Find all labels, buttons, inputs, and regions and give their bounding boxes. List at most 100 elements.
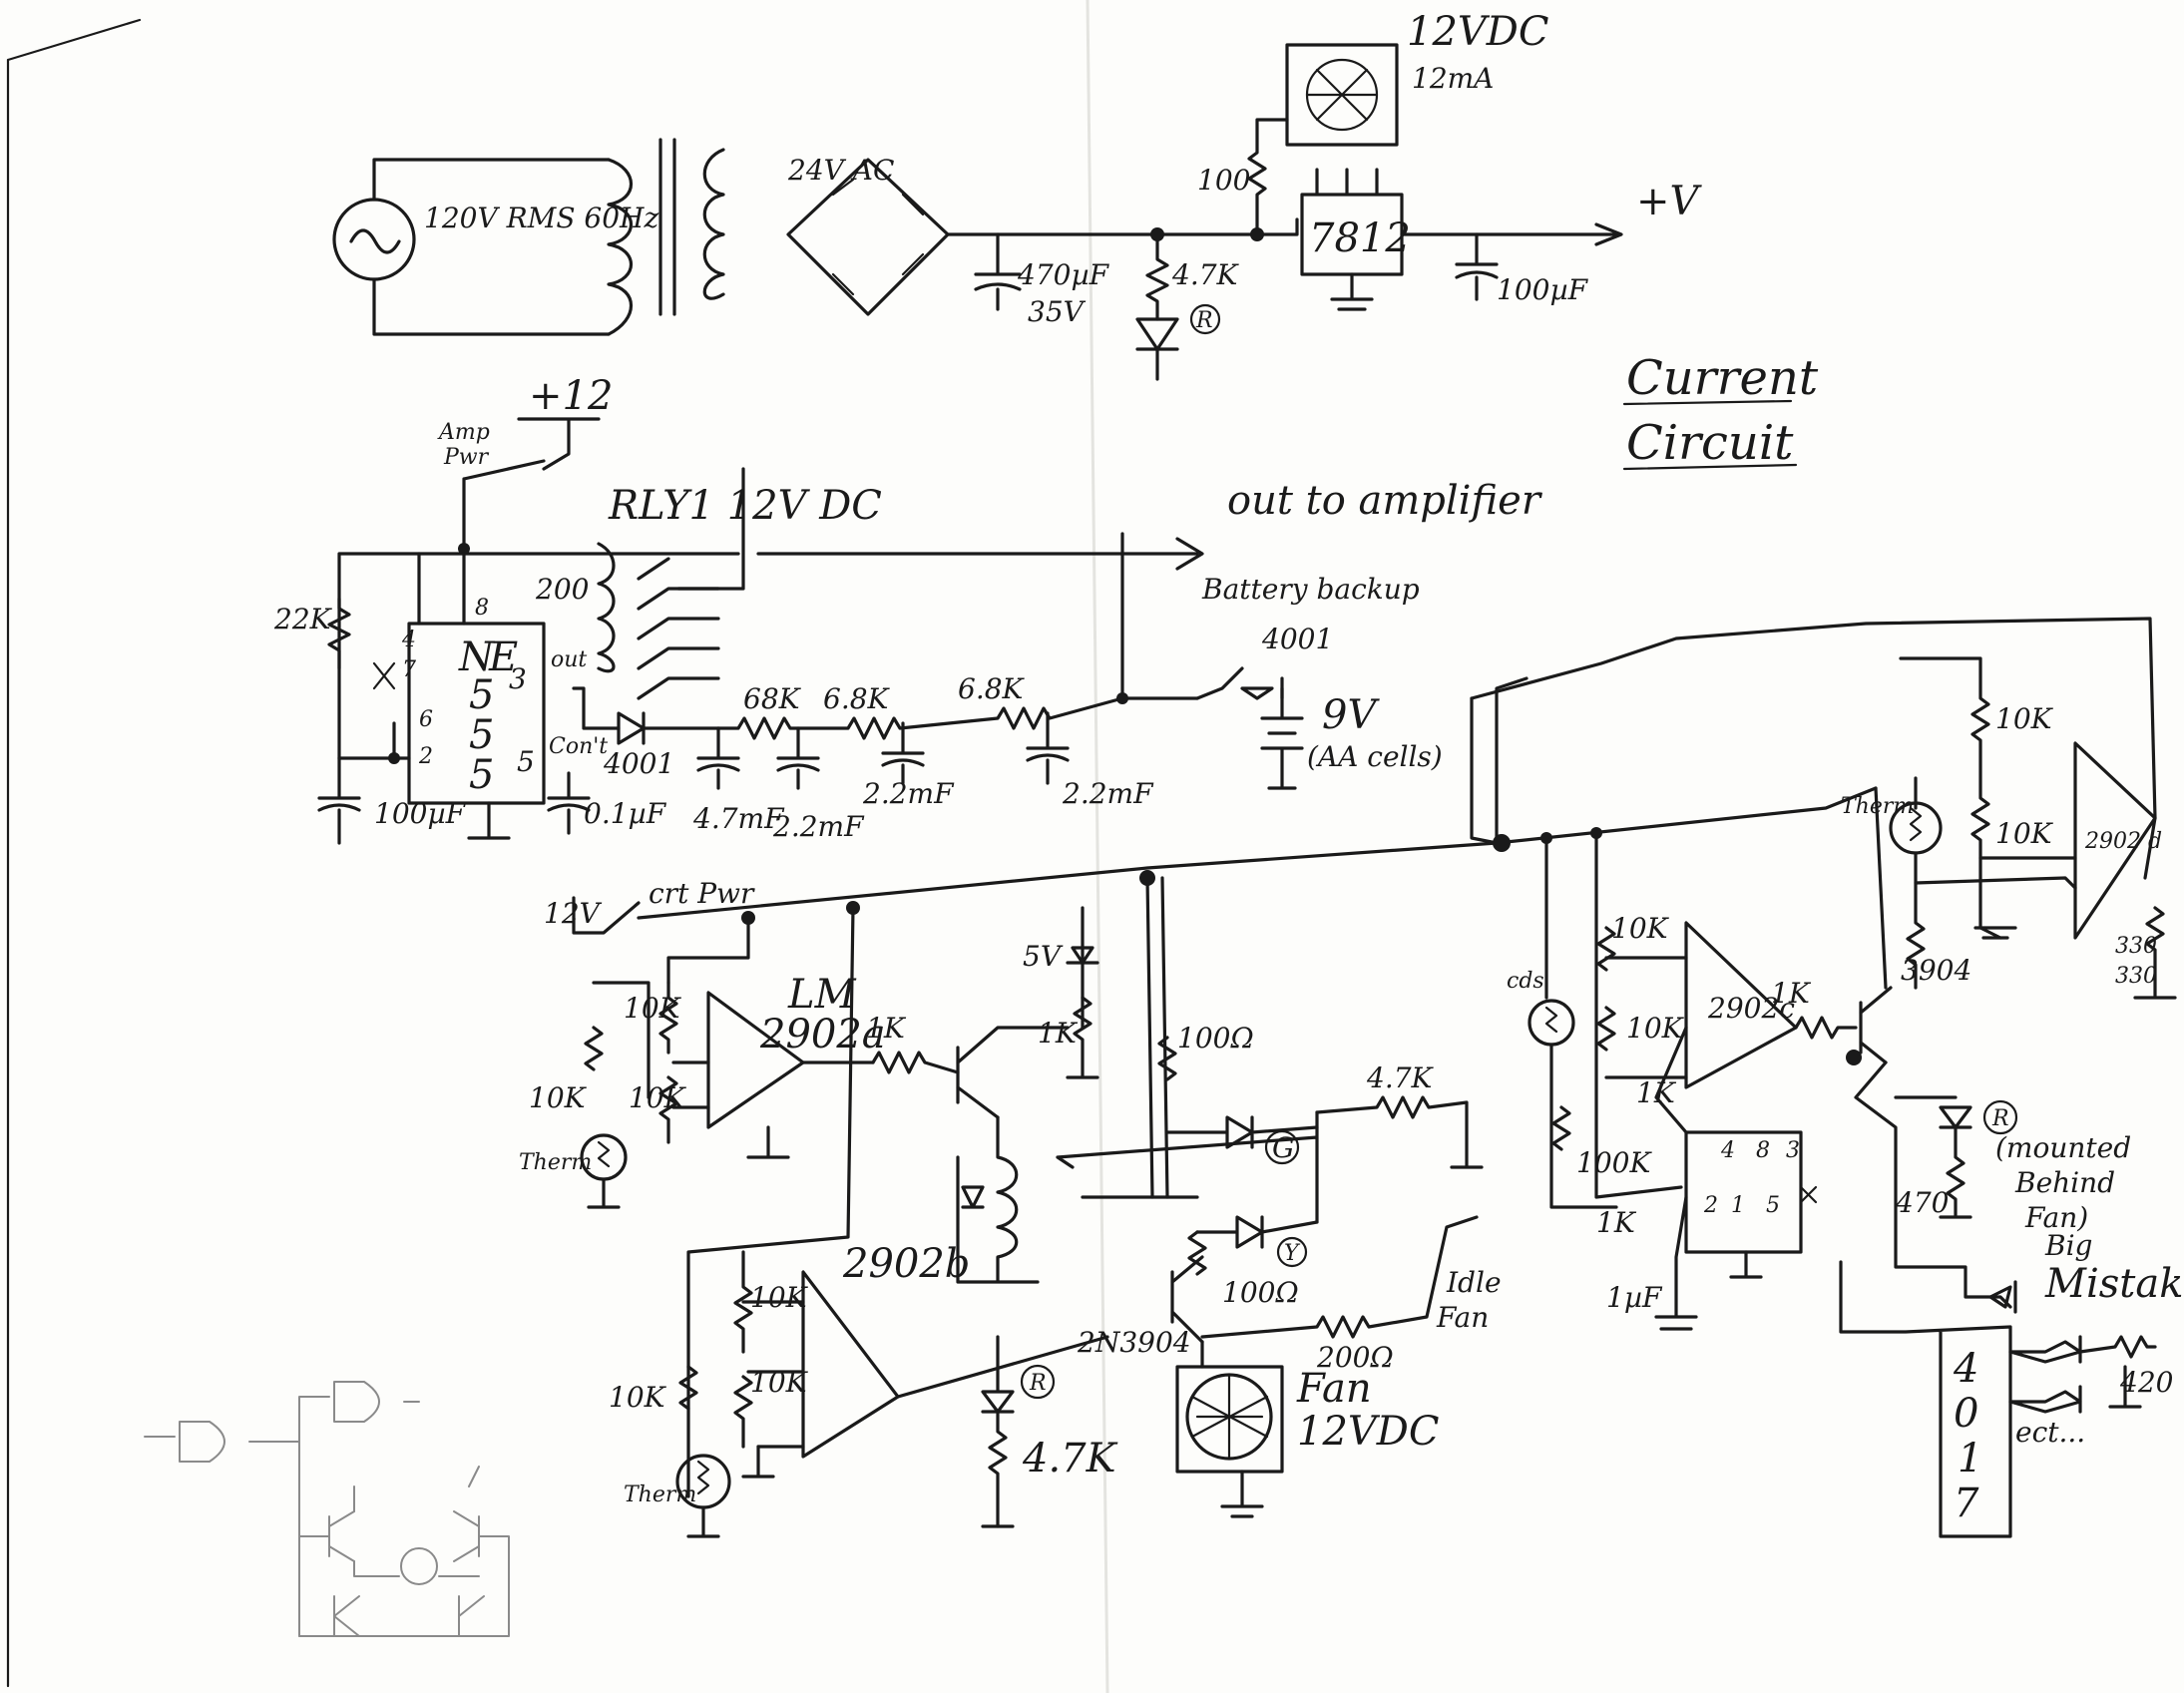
relay-2-coil <box>956 1115 1040 1284</box>
ne555-timer <box>407 622 546 805</box>
timer-diode-label: 4001 <box>603 747 674 780</box>
idle-label-1: Idle <box>1446 1266 1502 1299</box>
battery-backup-switch <box>1195 666 1244 700</box>
ne555-pin-4: 4 <box>401 628 416 652</box>
filter-cap-label: 470µF <box>1017 258 1110 291</box>
opamp-a <box>706 991 805 1129</box>
top-fan-current: 12mA <box>1412 62 1494 95</box>
right-r2-label: 10K <box>1626 1012 1685 1045</box>
counter-4017 <box>1839 1260 2012 1538</box>
fan-icon <box>1185 1373 1273 1461</box>
right-section: cds 10K 10K 1K 100K 1K 2902c 1K 3904 4 8… <box>1470 617 2184 1538</box>
led-red-b <box>981 1335 1015 1528</box>
transistor-q1 <box>956 1026 1070 1119</box>
backup-battery <box>1260 686 1304 790</box>
ne555-pin-7: 7 <box>402 657 416 682</box>
ne555-out-pin-label: out <box>551 647 587 672</box>
led-big-mistake <box>1988 1280 2017 1314</box>
transformer-label: 24V AC <box>787 154 894 187</box>
led-red-right-label: R <box>1991 1106 2009 1131</box>
relay-coil <box>597 542 616 673</box>
battery-note-label: (AA cells) <box>1307 740 1443 773</box>
output-to-amplifier-label: out to amplifier <box>1227 478 1543 524</box>
right-r4-label: 100K <box>1576 1146 1652 1179</box>
relay-contacts <box>637 557 720 700</box>
bridge-rectifier <box>786 158 950 316</box>
timer-supply-label: +12 <box>529 373 613 419</box>
ne555-pin-2: 2 <box>418 744 433 769</box>
timer-resistor <box>327 597 351 670</box>
resistor-4-7k-green-label: 4.7K <box>1366 1061 1435 1094</box>
opamp-b-r1-label: 10K <box>750 1281 809 1314</box>
rc-cap-3-label: 2.2mF <box>862 777 955 810</box>
top-fan-label: 12VDC <box>1407 9 1548 55</box>
rc-resistor-2-label: 6.8K <box>823 682 891 715</box>
fan-label-1: Fan <box>1296 1366 1372 1412</box>
control-switch-label: crt Pwr <box>649 877 755 910</box>
transistor-2n3904-label: 2N3904 <box>1077 1326 1191 1359</box>
mounted-note-2: Behind <box>2014 1166 2115 1199</box>
power-led <box>1135 317 1179 381</box>
title-line-2: Circuit <box>1626 415 1794 471</box>
output-cap-label: 100µF <box>1497 273 1589 306</box>
supply-resistor <box>1145 232 1169 321</box>
ne555-pin-6: 6 <box>419 707 433 732</box>
mistake-label-1: Big <box>2044 1229 2092 1262</box>
opamp-b-resistors <box>678 1250 753 1449</box>
backup-diode <box>1240 676 1284 700</box>
opamp-c <box>1684 921 1798 1089</box>
resistor-100-ohm-1-label: 100Ω <box>1177 1022 1254 1055</box>
led-yellow <box>1195 1215 1319 1249</box>
timer-small-pin-3: 3 <box>1786 1138 1800 1163</box>
resistor-330-2-label: 330 <box>2115 964 2157 989</box>
counter-char-3: 1 <box>1958 1436 1982 1481</box>
thermistor-a-label: Therm <box>519 1150 592 1175</box>
ne555-char-1: N <box>458 635 496 680</box>
q1-collector-resistor-label: 1K <box>1038 1017 1079 1050</box>
control-section: 12V crt Pwr LM 2902a 10K 10K 10K Therm 1… <box>519 676 1529 1538</box>
amp-switch-label-1: Amp <box>437 420 490 445</box>
opamp-b-r2-label: 10K <box>750 1366 809 1399</box>
cont-capacitor <box>547 771 591 835</box>
battery-voltage-label: 9V <box>1322 692 1380 738</box>
transistor-3904 <box>1859 986 1893 1064</box>
supply-output-label: +V <box>1636 179 1703 224</box>
supply-resistor-label: 4.7K <box>1171 258 1240 291</box>
counter-char-1: 4 <box>1953 1346 1978 1392</box>
fold-line <box>1086 0 1109 1693</box>
resistor-4-7k-green <box>1315 1095 1484 1169</box>
filter-capacitor <box>974 232 1022 311</box>
opamp-b <box>801 1270 900 1459</box>
opamp-a-label-2: 2902a <box>759 1012 886 1058</box>
zener-label: 5V <box>1023 940 1064 973</box>
timer-diode <box>617 711 720 745</box>
led-green-label: G <box>1272 1131 1294 1164</box>
timer-small-pin-8: 8 <box>1756 1138 1770 1163</box>
fan-resistor <box>1247 118 1289 236</box>
filter-cap-voltage: 35V <box>1028 295 1087 328</box>
ne555-pin-5: 5 <box>517 745 535 778</box>
fan-resistor-label: 100 <box>1197 164 1250 197</box>
mistake-label-2: Mistake! <box>2044 1261 2184 1307</box>
transistor-2n3904 <box>1170 1255 1204 1344</box>
transformer-core <box>658 138 676 316</box>
resistor-100-ohm-1 <box>1157 1036 1177 1081</box>
counter-char-4: 7 <box>1954 1481 1979 1526</box>
right-r1-label: 10K <box>1611 912 1670 945</box>
opamp-c-label: 2902c <box>1707 992 1795 1025</box>
counter-char-2: 0 <box>1954 1391 1978 1437</box>
ne555-pin-3: 3 <box>509 662 527 695</box>
right-r-top-1-label: 10K <box>1995 702 2054 735</box>
rc-cap-1-label: 4.7mF <box>692 802 785 835</box>
ne555-char-5: 5 <box>469 752 494 798</box>
transistor-q1-base-resistor <box>871 1051 960 1074</box>
timer-cap-label: 100µF <box>374 797 467 830</box>
led-red-right <box>1894 1095 1972 1219</box>
timer-resistor-label: 22K <box>273 603 333 635</box>
rc-capacitors <box>696 711 1070 790</box>
amp-power-switch <box>462 459 546 551</box>
timer-relay-section: +12 Amp Pwr N E 5 5 5 4 7 8 6 2 3 5 out … <box>273 373 1543 845</box>
title-block: Current Circuit <box>1622 350 1819 471</box>
led-red-right-resistor-label: 470 <box>1895 1186 1949 1219</box>
